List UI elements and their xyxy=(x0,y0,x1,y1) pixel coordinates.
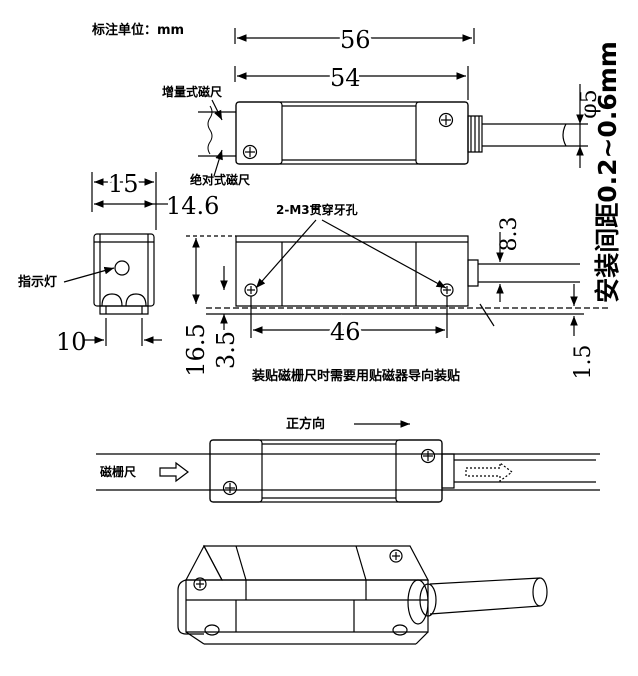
cable-diameter-label: φ5 xyxy=(577,89,602,118)
mounting-holes-label: 2-M3贯穿牙孔 xyxy=(276,202,358,217)
front-view: 2-M3贯穿牙孔 8.3 16.5 3.5 46 xyxy=(182,202,610,384)
dim-54-label: 54 xyxy=(330,64,361,92)
incremental-scale-label: 增量式磁尺 xyxy=(162,84,222,99)
direction-view: 正方向 磁栅尺 xyxy=(96,416,600,502)
dim-10-label: 10 xyxy=(56,328,87,356)
mounting-hole-icon xyxy=(205,625,219,635)
top-view: 56 54 φ5 增量 xyxy=(162,23,602,187)
screw-icon xyxy=(244,146,257,159)
mounting-hole-icon xyxy=(393,625,407,635)
dim-8-3-label: 8.3 xyxy=(497,217,522,252)
side-view: 15 14.6 指示灯 10 xyxy=(18,167,219,356)
positive-direction-label: 正方向 xyxy=(286,416,325,432)
input-arrow-icon xyxy=(160,463,188,481)
dim-15-label: 15 xyxy=(108,170,139,198)
dim-16-5-label: 16.5 xyxy=(182,323,210,376)
dim-1-5-label: 1.5 xyxy=(571,345,596,380)
indicator-light-icon xyxy=(115,261,129,275)
isometric-view xyxy=(178,546,547,644)
dim-14-6-label: 14.6 xyxy=(166,192,219,220)
install-gap-label: 安装间距0.2~0.6mm xyxy=(593,41,622,303)
dim-46-label: 46 xyxy=(330,318,361,346)
unit-note: 标注单位：mm xyxy=(91,22,184,38)
screw-icon xyxy=(440,114,453,127)
dim-56-label: 56 xyxy=(340,26,371,54)
absolute-scale-label: 绝对式磁尺 xyxy=(190,172,250,187)
screw-icon xyxy=(224,482,237,495)
sensor-body-side xyxy=(94,234,154,306)
mounting-note: 装贴磁栅尺时需要用贴磁器导向装贴 xyxy=(251,368,460,384)
magnetic-scale-label: 磁栅尺 xyxy=(99,464,136,479)
screw-icon xyxy=(422,450,435,463)
dim-3-5-label: 3.5 xyxy=(212,331,240,369)
indicator-light-label: 指示灯 xyxy=(18,274,57,290)
screw-icon xyxy=(390,550,402,562)
output-arrow-icon xyxy=(466,463,512,481)
sensor-body-direction xyxy=(210,440,442,502)
screw-icon xyxy=(194,578,206,590)
sensor-body-top xyxy=(236,102,468,164)
